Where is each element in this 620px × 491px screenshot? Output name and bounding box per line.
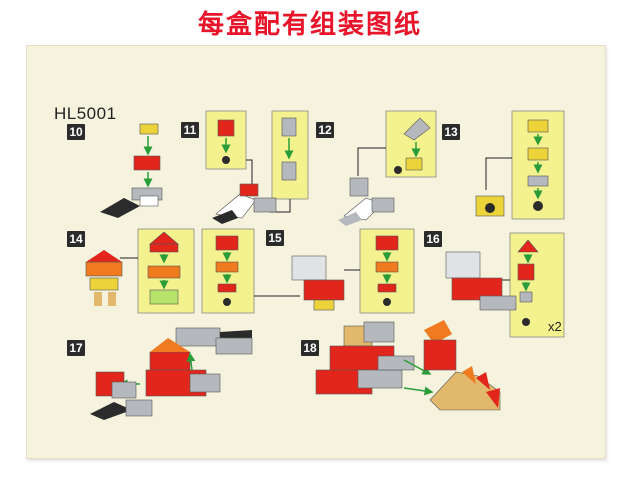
step-14-illustration [86, 229, 194, 313]
step-number-13: 13 [442, 124, 460, 140]
step-number-15: 15 [266, 230, 284, 246]
step-number-14: 14 [67, 231, 85, 247]
step-10-illustration [100, 124, 162, 218]
step-number-12: 12 [316, 122, 334, 138]
step-number-17: 17 [67, 340, 85, 356]
step-11-illustration [206, 111, 308, 224]
step-number-16: 16 [424, 231, 442, 247]
step-number-10: 10 [67, 124, 85, 140]
step-number-11: 11 [181, 122, 199, 138]
step-18-illustration [316, 320, 500, 410]
step-16-illustration [446, 233, 564, 337]
step-15-illustration [202, 229, 414, 313]
quantity-multiplier: x2 [548, 319, 562, 334]
step-12-illustration [338, 111, 436, 226]
step-17-illustration [90, 328, 252, 420]
step-number-18: 18 [301, 340, 319, 356]
model-code: HL5001 [54, 104, 117, 124]
step-13-illustration [476, 111, 564, 219]
